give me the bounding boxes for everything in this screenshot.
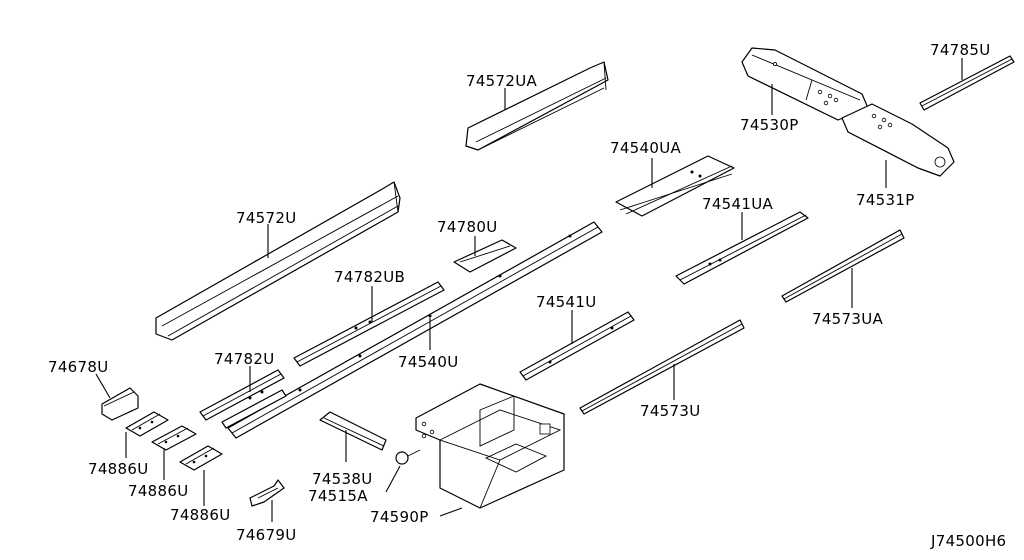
label-74572UA[interactable]: 74572UA: [466, 72, 537, 90]
diagram-code: J74500H6: [930, 532, 1006, 550]
label-74530P[interactable]: 74530P: [740, 116, 799, 134]
part-74572U[interactable]: [155, 181, 401, 341]
label-74590P[interactable]: 74590P: [370, 508, 429, 526]
part-74515A[interactable]: [395, 449, 421, 465]
part-74538U[interactable]: [319, 411, 387, 451]
label-74678U[interactable]: 74678U: [48, 358, 109, 376]
part-74541U[interactable]: [519, 311, 635, 381]
label-74541UA[interactable]: 74541UA: [702, 195, 773, 213]
label-74785U[interactable]: 74785U: [930, 41, 991, 59]
part-74573UA[interactable]: [781, 229, 905, 303]
part-74572UA[interactable]: [465, 61, 609, 151]
part-74530P[interactable]: [741, 47, 869, 121]
part-74540UA[interactable]: [615, 155, 735, 217]
label-74541U[interactable]: 74541U: [536, 293, 597, 311]
part-74886U-1[interactable]: [125, 411, 169, 437]
label-74573UA[interactable]: 74573UA: [812, 310, 883, 328]
part-74590P[interactable]: [415, 383, 565, 509]
leader-74515A: [385, 465, 401, 493]
label-74886U-b[interactable]: 74886U: [128, 482, 189, 500]
part-74886U-3[interactable]: [179, 445, 223, 471]
label-74540U[interactable]: 74540U: [398, 353, 459, 371]
label-74782U[interactable]: 74782U: [214, 350, 275, 368]
part-74678U[interactable]: [101, 387, 139, 421]
part-74782UB[interactable]: [293, 281, 445, 367]
part-74541UA[interactable]: [675, 211, 809, 285]
label-74886U-c[interactable]: 74886U: [170, 506, 231, 524]
label-74782UB[interactable]: 74782UB: [334, 268, 405, 286]
part-74540U[interactable]: [227, 221, 603, 439]
label-74515A[interactable]: 74515A: [308, 487, 368, 505]
part-74785U[interactable]: [919, 55, 1015, 111]
label-74573U[interactable]: 74573U: [640, 402, 701, 420]
leader-74590P: [439, 507, 463, 517]
part-74782U[interactable]: [199, 369, 287, 429]
label-74531P[interactable]: 74531P: [856, 191, 915, 209]
label-74679U[interactable]: 74679U: [236, 526, 297, 544]
part-74531P[interactable]: [841, 103, 955, 177]
label-74538U[interactable]: 74538U: [312, 470, 373, 488]
label-74886U-a[interactable]: 74886U: [88, 460, 149, 478]
leader-74678U: [95, 373, 111, 399]
label-74572U[interactable]: 74572U: [236, 209, 297, 227]
part-74679U[interactable]: [249, 479, 285, 507]
part-74780U[interactable]: [453, 239, 517, 273]
label-74780U[interactable]: 74780U: [437, 218, 498, 236]
label-74540UA[interactable]: 74540UA: [610, 139, 681, 157]
part-74886U-2[interactable]: [151, 425, 197, 451]
part-74573U[interactable]: [579, 319, 745, 415]
